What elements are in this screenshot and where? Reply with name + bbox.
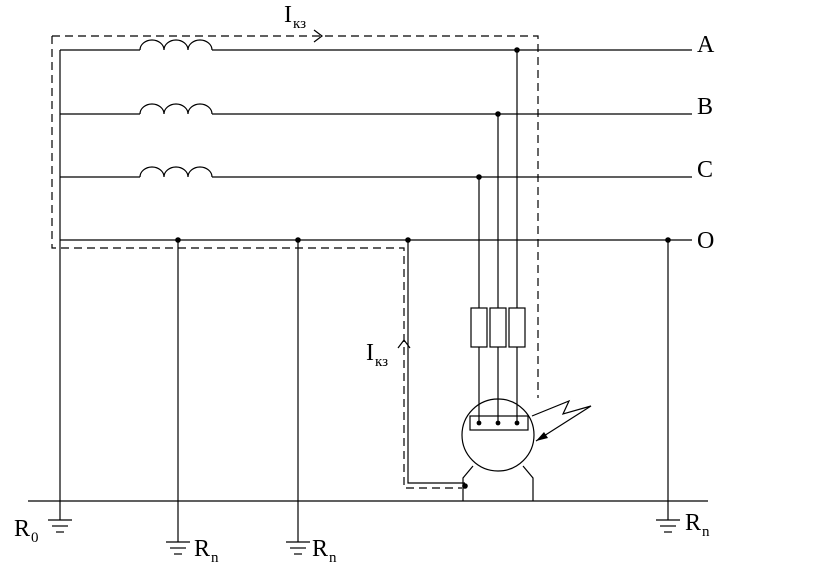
junction-dot <box>495 111 501 117</box>
ground-symbol-rn1 <box>166 541 190 555</box>
junction-dot <box>405 237 411 243</box>
phase-c-coil <box>139 166 213 178</box>
phase-a-coil <box>139 39 213 51</box>
protective-conductor <box>407 240 465 484</box>
fuse-c <box>470 307 488 348</box>
current-label-top: Iкз <box>284 2 306 32</box>
resistance-label-rn3: Rn <box>685 510 710 540</box>
current-label-mid: Iкз <box>366 340 388 370</box>
resistance-label-r0: R0 <box>14 516 39 546</box>
junction-dot <box>175 237 181 243</box>
fuse-a <box>508 307 526 348</box>
motor-base <box>462 465 534 501</box>
motor-body <box>461 398 535 472</box>
ground-symbol-rn2 <box>286 541 310 555</box>
fault-lightning-symbol <box>531 399 592 442</box>
phase-label-o: O <box>697 228 714 254</box>
motor <box>461 398 535 501</box>
phase-label-c: C <box>697 157 713 183</box>
arrow-icon <box>313 29 323 43</box>
phase-b-coil <box>139 103 213 115</box>
phase-a-line <box>60 39 692 51</box>
resistance-label-rn2: Rn <box>312 536 337 566</box>
ground-symbol-r0 <box>48 519 72 533</box>
junction-dot <box>295 237 301 243</box>
junction-dot <box>665 237 671 243</box>
short-circuit-loop-dashed <box>51 35 539 489</box>
fuse-b <box>489 307 507 348</box>
phase-b-line <box>60 103 692 115</box>
junction-dot <box>514 47 520 53</box>
phase-label-b: B <box>697 94 713 120</box>
phase-label-a: A <box>697 32 715 58</box>
motor-terminal-box <box>469 415 529 431</box>
ground-symbol-rn3 <box>656 519 680 533</box>
junction-dot <box>476 174 482 180</box>
phase-c-line <box>60 166 692 178</box>
junction-dot <box>462 483 468 489</box>
arrow-icon <box>397 339 411 349</box>
resistance-label-rn1: Rn <box>194 536 219 566</box>
